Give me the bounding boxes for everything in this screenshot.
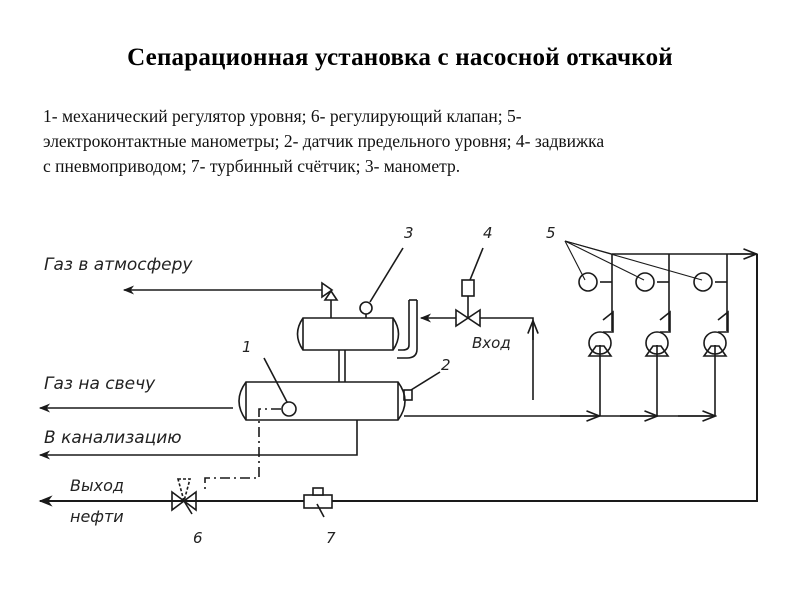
control-valve-6-icon xyxy=(171,478,197,515)
control-signal-line xyxy=(204,408,281,492)
vent-valve-icon xyxy=(321,281,339,318)
legend-line: 1- механический регулятор уровня; 6- рег… xyxy=(43,106,522,126)
callout-leader-1 xyxy=(263,357,288,403)
callout-6: 6 xyxy=(193,529,203,547)
callout-leader-4 xyxy=(469,247,484,281)
label-gas-to-atmosphere: Газ в атмосферу xyxy=(44,255,193,275)
level-sensor-2-icon xyxy=(403,389,413,401)
label-oil-outlet-2: нефти xyxy=(70,507,124,526)
legend-text: 1- механический регулятор уровня; 6- рег… xyxy=(43,104,773,179)
page-title: Сепарационная установка с насосной откач… xyxy=(127,44,673,71)
legend-line: с пневмоприводом; 7- турбинный счётчик; … xyxy=(43,156,461,176)
label-inlet: Вход xyxy=(472,334,511,352)
callout-7: 7 xyxy=(326,529,336,547)
turbine-meter-7-icon xyxy=(303,487,333,518)
callout-leader-2 xyxy=(410,371,441,391)
upper-separator-vessel xyxy=(296,317,400,351)
to-sewer-line xyxy=(38,420,358,460)
pump-1-icon xyxy=(578,254,614,416)
pump-2-icon xyxy=(635,254,671,416)
label-to-sewer: В канализацию xyxy=(44,428,182,448)
callout-leaders-5 xyxy=(564,240,703,281)
pump-3-icon xyxy=(693,254,729,416)
callout-1: 1 xyxy=(242,338,252,356)
inlet-pipe xyxy=(397,300,418,359)
callout-4: 4 xyxy=(483,224,493,242)
callout-3: 3 xyxy=(404,224,414,242)
pressure-gauge-3-icon xyxy=(359,301,373,318)
legend-line: электроконтактные манометры; 2- датчик п… xyxy=(43,131,605,151)
inlet-riser-line xyxy=(480,317,534,400)
callout-5: 5 xyxy=(546,224,556,242)
label-gas-to-flare: Газ на свечу xyxy=(44,374,156,394)
level-regulator-1-icon xyxy=(281,401,297,417)
lower-separator-vessel xyxy=(238,381,406,421)
label-oil-outlet-1: Выход xyxy=(70,476,124,495)
discharge-return-line xyxy=(38,254,758,507)
pneumatic-valve-4-icon xyxy=(455,279,481,328)
callout-2: 2 xyxy=(441,356,451,374)
callout-leader-3 xyxy=(369,247,404,303)
